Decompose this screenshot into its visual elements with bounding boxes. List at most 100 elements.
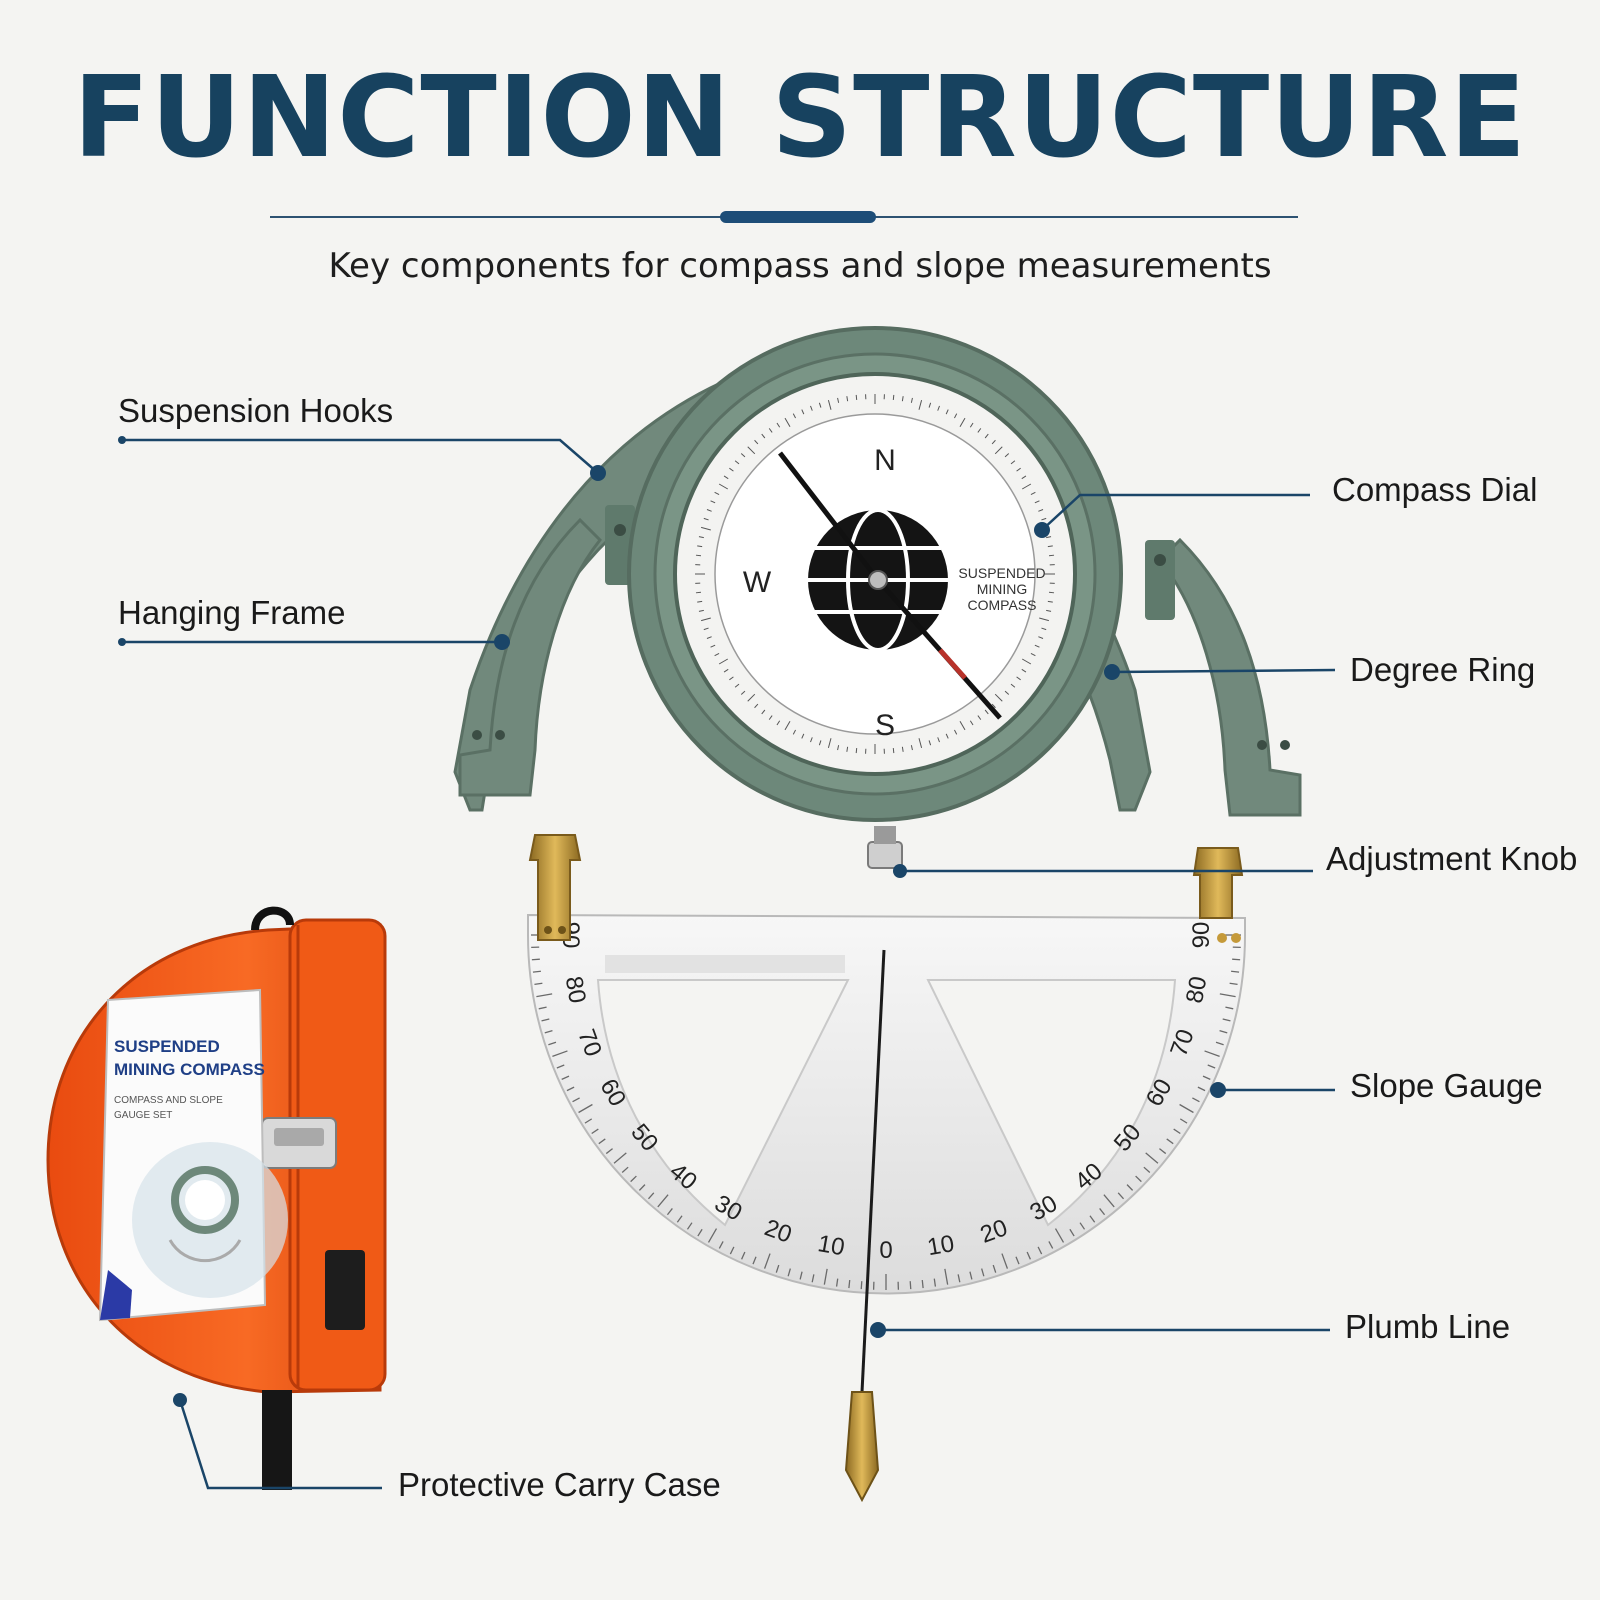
callout-degree-ring: Degree Ring	[1350, 651, 1536, 688]
gauge-tick	[666, 1208, 673, 1216]
dial-tick	[1034, 644, 1040, 648]
dial-tick	[1046, 536, 1052, 539]
gauge-tick	[536, 993, 553, 998]
gauge-tick	[1015, 1256, 1020, 1265]
dial-tick	[703, 627, 709, 631]
gauge-tick	[1225, 1006, 1234, 1010]
dial-tick	[969, 720, 974, 726]
dial-tick	[928, 402, 932, 408]
gauge-tick	[1202, 1075, 1211, 1080]
gauge-tick	[572, 1097, 580, 1103]
gauge-tick	[969, 1271, 973, 1280]
face-text-line-3: COMPASS	[968, 597, 1037, 613]
dial-tick	[991, 703, 996, 709]
gauge-tick	[775, 1264, 780, 1273]
dial-tick	[695, 591, 702, 594]
dial-tick	[776, 720, 781, 726]
callout-hanging-frame: Hanging Frame	[118, 594, 346, 631]
west-label: W	[743, 566, 772, 599]
gauge-tick	[1219, 993, 1236, 998]
dial-tick	[984, 433, 989, 439]
dial-tick	[901, 396, 904, 402]
gauge-tick	[1069, 1228, 1075, 1237]
gauge-tick	[944, 1268, 949, 1285]
dial-tick	[768, 715, 773, 720]
dial-tick	[723, 475, 729, 480]
dial-tick	[698, 536, 704, 539]
gauge-tick	[1026, 1251, 1031, 1260]
dial-tick	[855, 747, 858, 754]
dial-tick	[698, 609, 704, 612]
compass-needle	[778, 451, 1002, 720]
dial-tick	[706, 636, 712, 639]
gauge-tick	[957, 1274, 961, 1283]
gauge-tick	[638, 1184, 646, 1191]
gauge-tick	[605, 1148, 613, 1155]
gauge-tick	[630, 1175, 637, 1183]
dial-tick	[1048, 591, 1055, 594]
dial-tick	[776, 422, 781, 428]
title-divider-accent	[720, 211, 876, 223]
gauge-tick	[811, 1274, 815, 1283]
dial-tick	[994, 446, 1003, 455]
dial-tick	[918, 738, 923, 748]
gauge-tick	[799, 1271, 803, 1280]
dial-tick	[969, 422, 974, 428]
gauge-tick	[1048, 1241, 1054, 1249]
gauge-tick	[1126, 1184, 1134, 1191]
page-title: FUNCTION STRUCTURE	[73, 53, 1527, 183]
dial-tick	[1010, 683, 1016, 688]
callout-leaders	[122, 438, 1336, 1490]
dial-tick	[837, 745, 840, 751]
gauge-tick	[787, 1268, 791, 1277]
dial-tick	[1010, 460, 1016, 465]
gauge-tick	[1135, 1175, 1142, 1183]
dial-tick	[991, 439, 996, 445]
dial-tick	[977, 715, 982, 720]
dial-tick	[784, 417, 791, 428]
gauge-tick	[848, 1280, 851, 1289]
manual-booklet: SUSPENDED MINING COMPASS COMPASS AND SLO…	[98, 988, 288, 1322]
dial-tick	[810, 737, 813, 743]
gauge-tick	[707, 1228, 718, 1243]
case-strap	[262, 1390, 292, 1490]
dial-tick	[718, 483, 729, 490]
dial-tick	[818, 402, 822, 408]
leader-suspension-hooks	[122, 438, 599, 474]
callout-adjustment-knob: Adjustment Knob	[1326, 840, 1578, 877]
dial-tick	[959, 720, 966, 731]
dial-tick	[718, 658, 729, 665]
dial-tick	[701, 617, 711, 622]
dial-tick	[747, 446, 756, 455]
dial-tick	[695, 554, 702, 557]
dial-tick	[954, 413, 958, 419]
gauge-tick	[1166, 1138, 1174, 1145]
callout-suspension-hooks: Suspension Hooks	[118, 392, 394, 429]
face-text-line-1: SUSPENDED	[958, 565, 1045, 581]
dial-tick	[937, 405, 940, 411]
dial-tick	[910, 397, 913, 403]
dial-tick	[734, 460, 740, 465]
dial-tick	[729, 676, 734, 681]
right-brass-clip	[1192, 847, 1244, 919]
gauge-tick	[621, 1166, 629, 1174]
south-label: S	[875, 709, 895, 742]
gauge-tick	[1037, 1246, 1043, 1255]
dial-tick	[892, 394, 895, 401]
dial-tick	[792, 413, 796, 419]
gauge-tick	[541, 1018, 550, 1022]
dial-tick	[1004, 690, 1010, 695]
gauge-tick	[552, 1050, 568, 1058]
dial-tick	[827, 738, 832, 748]
dial-tick	[855, 394, 858, 401]
dial-tick	[729, 467, 734, 472]
gauge-label-left: 10	[816, 1230, 847, 1261]
dial-tick	[994, 693, 1003, 702]
page-subtitle: Key components for compass and slope mea…	[328, 246, 1272, 286]
gauge-tick	[835, 1278, 839, 1287]
dial-tick	[784, 720, 791, 731]
gauge-label-right: 90	[1188, 922, 1215, 949]
gauge-tick	[1103, 1194, 1115, 1208]
gauge-tick	[1054, 1228, 1065, 1243]
dial-tick	[1038, 509, 1044, 512]
